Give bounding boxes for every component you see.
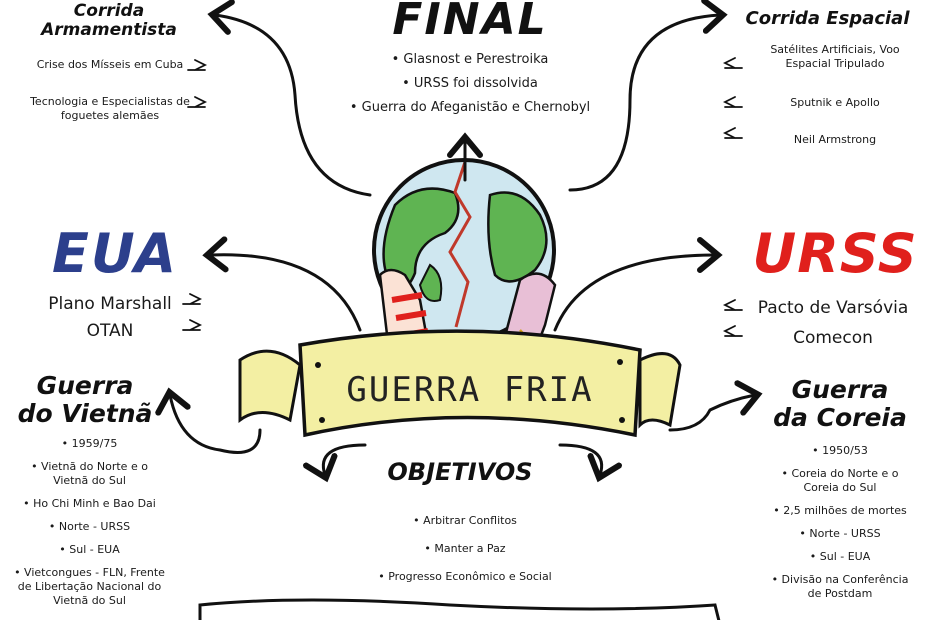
vietna-item: • Ho Chi Minh e Bao Dai xyxy=(23,497,156,510)
corrida-espacial-title: Corrida Espacial xyxy=(745,8,910,29)
urss-item: Pacto de Varsóvia xyxy=(757,298,909,318)
coreia-item: • Coreia do Norte e o Coreia do Sul xyxy=(781,467,899,494)
title-line: Armamentista xyxy=(41,20,177,40)
title-line: Guerra xyxy=(791,375,889,404)
espacial-item: Sputnik e Apollo xyxy=(790,96,880,109)
final-title: FINAL xyxy=(392,0,548,45)
urss-item: Comecon xyxy=(793,328,873,348)
final-item: • Guerra do Afeganistão e Chernobyl xyxy=(349,100,591,115)
vietna-item: • 1959/75 xyxy=(61,437,118,450)
objetivos-list: • Arbitrar Conflitos • Manter a Paz • Pr… xyxy=(340,507,590,591)
eua-title: EUA xyxy=(51,222,179,285)
final-item: • URSS foi dissolvida xyxy=(402,76,538,91)
coreia-item: • 2,5 milhões de mortes xyxy=(773,504,907,517)
espacial-item: Neil Armstrong xyxy=(793,133,877,146)
coreia-list: • 1950/53 • Coreia do Norte e o Coreia d… xyxy=(765,444,915,610)
final-item: • Glasnost e Perestroika xyxy=(391,52,549,67)
vietna-list: • 1959/75 • Vietnã do Norte e o Vietnã d… xyxy=(12,437,167,617)
title-line: do Vietnã xyxy=(17,399,153,428)
vietna-item: • Norte - URSS xyxy=(48,520,131,533)
objetivos-item: • Progresso Econômico e Social xyxy=(378,570,552,583)
guerra-fria-banner xyxy=(238,329,682,438)
objetivos-item: • Arbitrar Conflitos xyxy=(413,514,517,527)
coreia-item: • Norte - URSS xyxy=(799,527,881,540)
eua-item: Plano Marshall xyxy=(48,294,172,314)
title-line: da Coreia xyxy=(773,403,907,432)
corrida-armamentista-title: Corrida Armamentista xyxy=(24,2,194,40)
objetivos-title: OBJETIVOS xyxy=(387,458,533,486)
title-line: Corrida xyxy=(73,1,145,21)
bottom-box xyxy=(198,598,721,620)
espacial-item: Satélites Artificiais, Voo Espacial Trip… xyxy=(770,43,900,70)
vietna-item: • Vietcongues - FLN, Frente de Libertaçã… xyxy=(14,566,165,607)
objetivos-item: • Manter a Paz xyxy=(424,542,506,555)
coreia-item: • 1950/53 xyxy=(812,444,868,457)
coreia-title: Guerra da Coreia xyxy=(765,376,915,432)
urss-title: URSS xyxy=(752,222,918,285)
small-arrow-icons xyxy=(182,57,743,337)
coreia-item: • Sul - EUA xyxy=(809,550,871,563)
armamentista-item: Tecnologia e Especialistas de foguetes a… xyxy=(30,95,190,122)
banner-text: GUERRA FRIA xyxy=(346,370,594,410)
title-line: Guerra xyxy=(36,371,134,400)
armamentista-item: Crise dos Mísseis em Cuba xyxy=(36,58,184,71)
eua-item: OTAN xyxy=(86,321,134,341)
curved-arrow-icon xyxy=(155,0,763,483)
final-list: • Glasnost e Perestroika • URSS foi diss… xyxy=(320,48,620,120)
vietna-title: Guerra do Vietnã xyxy=(10,372,160,428)
vietna-item: • Sul - EUA xyxy=(59,543,120,556)
vietna-item: • Vietnã do Norte e o Vietnã do Sul xyxy=(31,460,148,487)
coreia-item: • Divisão na Conferência de Postdam xyxy=(771,573,909,600)
